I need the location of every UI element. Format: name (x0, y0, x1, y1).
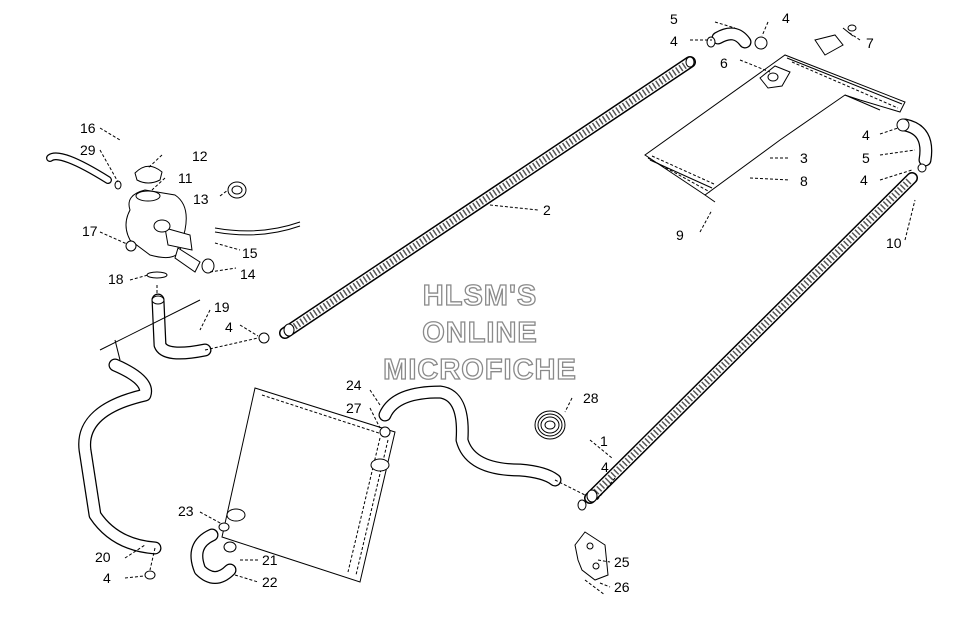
callout-11: 11 (178, 170, 193, 186)
right-hose-elbow (896, 118, 933, 173)
callout-2: 2 (543, 202, 551, 218)
callout-4-right-lower: 4 (860, 172, 868, 188)
callout-26: 26 (614, 579, 630, 595)
callout-10: 10 (886, 235, 902, 251)
screw (814, 24, 857, 56)
mounting-bracket (574, 531, 609, 596)
callout-28: 28 (583, 390, 599, 406)
callout-1: 1 (600, 433, 608, 449)
tank-outlet-hose (151, 285, 270, 360)
watermark-line-2: ONLINE (422, 317, 538, 349)
callout-23: 23 (178, 503, 194, 519)
callout-7: 7 (866, 35, 874, 51)
callout-6: 6 (720, 55, 728, 71)
callout-5-right: 5 (862, 150, 870, 166)
front-heat-exchanger (218, 387, 396, 583)
callout-25: 25 (614, 554, 630, 570)
callout-22: 22 (262, 574, 278, 590)
callout-17: 17 (82, 223, 98, 239)
callout-20: 20 (95, 549, 111, 565)
callout-15: 15 (242, 245, 258, 261)
callout-12: 12 (192, 148, 208, 164)
callout-21: 21 (262, 552, 278, 568)
callout-5-top: 5 (670, 11, 678, 27)
callout-4-bottom-left: 4 (103, 570, 111, 586)
lower-cooling-rail (584, 172, 918, 504)
small-hose-loop (190, 528, 237, 584)
watermark-line-1: HLSM'S (423, 280, 537, 312)
callout-8: 8 (800, 173, 808, 189)
callout-9: 9 (676, 227, 684, 243)
callout-13: 13 (193, 191, 209, 207)
callout-19: 19 (214, 299, 230, 315)
part-drawings (46, 21, 933, 596)
upper-hose-elbow (706, 27, 768, 50)
coolant-tank (46, 152, 301, 279)
crossover-hose (378, 385, 587, 511)
callout-29: 29 (80, 142, 96, 158)
callout-27: 27 (346, 400, 362, 416)
upper-cooling-rail (279, 56, 696, 339)
heat-exchanger (644, 54, 906, 203)
hose-clamp-coil (534, 410, 566, 440)
callout-4-right-upper: 4 (862, 127, 870, 143)
callout-18: 18 (108, 271, 124, 287)
callout-24: 24 (346, 377, 362, 393)
watermark-line-3: MICROFICHE (383, 354, 577, 386)
callout-14: 14 (240, 266, 256, 282)
long-return-hose (78, 299, 201, 580)
callout-4-lower-middle: 4 (601, 459, 609, 475)
leader-lines (99, 21, 916, 588)
callout-4-middle: 4 (225, 319, 233, 335)
callout-3: 3 (800, 150, 808, 166)
watermark: HLSM'S ONLINE MICROFICHE (383, 279, 577, 386)
callout-labels: 1 2 3 4 4 4 4 4 4 4 5 5 6 7 8 9 10 11 12… (80, 10, 902, 595)
callout-4-upper-right: 4 (782, 10, 790, 26)
callout-4-upper-left: 4 (670, 33, 678, 49)
callout-16: 16 (80, 120, 96, 136)
